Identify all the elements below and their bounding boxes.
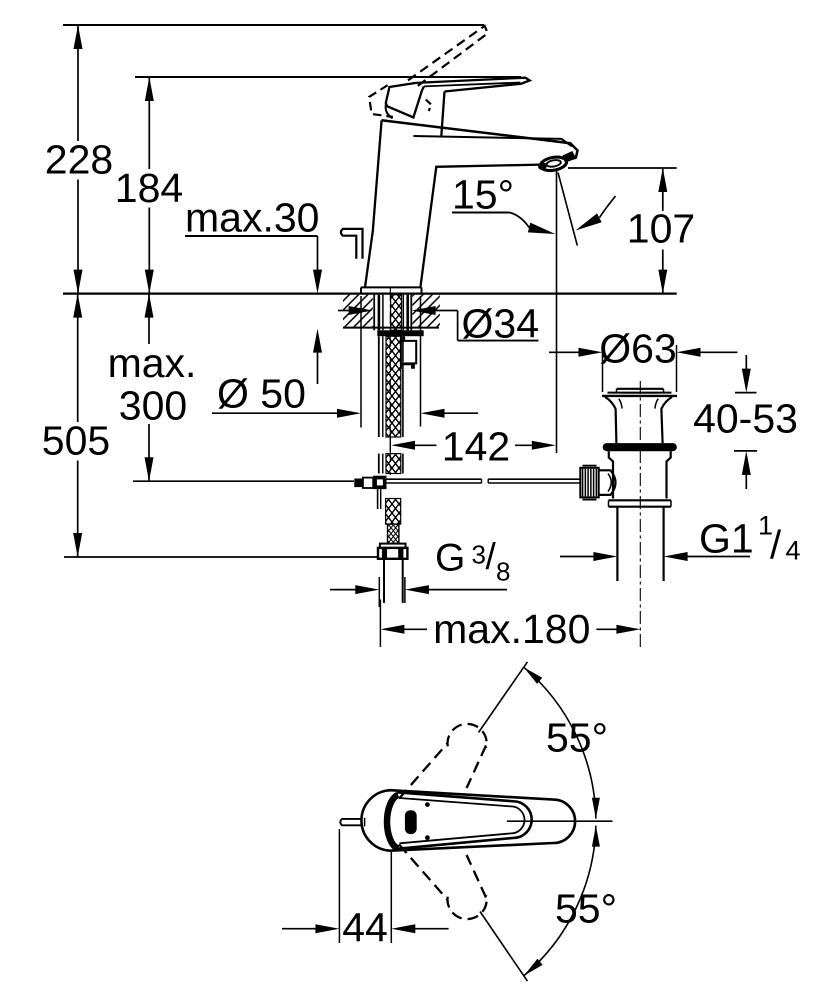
svg-text:228: 228 xyxy=(45,137,113,183)
svg-text:Ø34: Ø34 xyxy=(462,301,540,347)
svg-text:142: 142 xyxy=(442,424,510,470)
svg-text:3: 3 xyxy=(472,540,486,570)
svg-text:107: 107 xyxy=(627,206,695,252)
svg-text:Ø 50: Ø 50 xyxy=(217,371,306,417)
svg-text:/: / xyxy=(770,524,782,568)
svg-text:300: 300 xyxy=(119,383,187,429)
svg-text:Ø63: Ø63 xyxy=(599,326,677,372)
svg-text:15°: 15° xyxy=(452,172,514,218)
svg-text:max.: max. xyxy=(108,340,197,386)
svg-text:1: 1 xyxy=(758,511,773,541)
svg-text:8: 8 xyxy=(496,557,510,587)
svg-text:184: 184 xyxy=(115,165,183,211)
svg-text:G1: G1 xyxy=(699,516,754,562)
svg-text:44: 44 xyxy=(342,905,388,951)
svg-text:55°: 55° xyxy=(555,886,617,932)
svg-text:505: 505 xyxy=(42,418,110,464)
svg-text:G: G xyxy=(435,537,465,580)
svg-text:/: / xyxy=(486,536,497,577)
svg-text:max.30: max.30 xyxy=(185,195,319,241)
svg-text:max.180: max.180 xyxy=(433,606,590,652)
svg-text:40-53: 40-53 xyxy=(693,396,798,442)
svg-text:4: 4 xyxy=(786,536,801,566)
svg-text:55°: 55° xyxy=(546,715,608,761)
